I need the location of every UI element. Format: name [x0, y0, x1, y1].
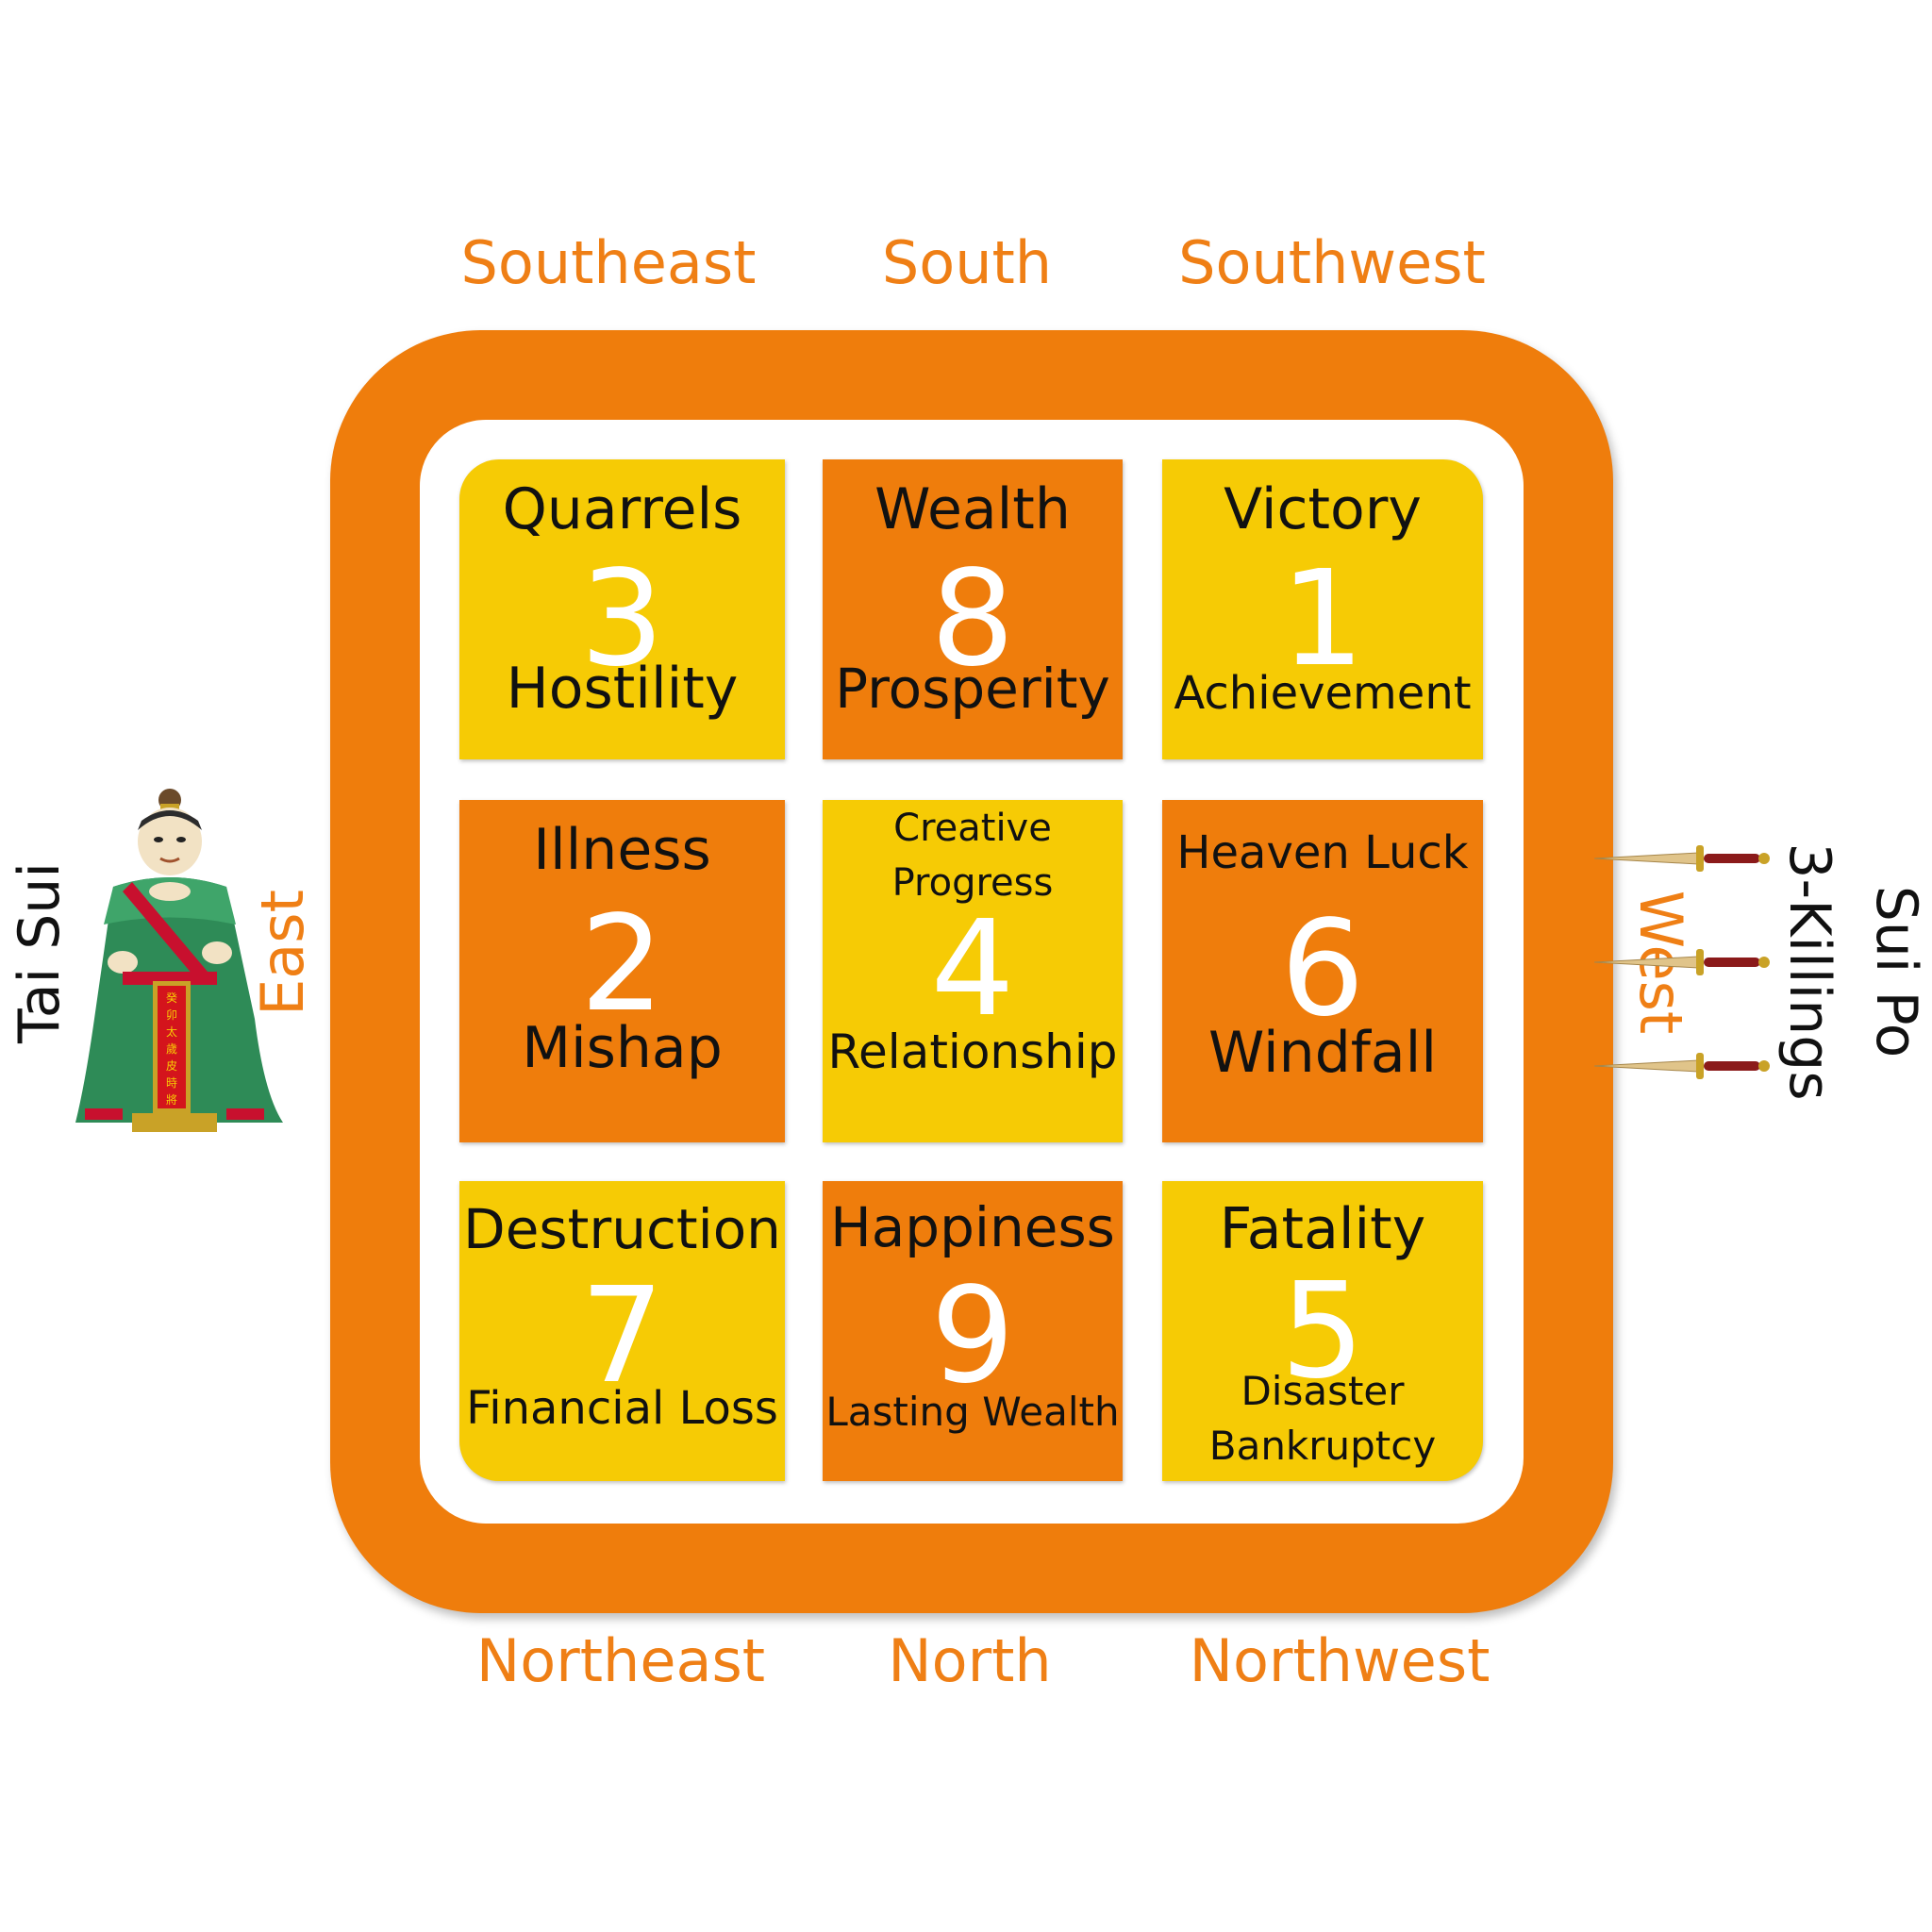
cell-top-label: Wealth	[874, 476, 1071, 542]
tai-sui-figure: 癸 卯 太 歲 皮 時 將	[75, 789, 283, 1132]
cell-number: 7	[579, 1259, 665, 1413]
cell-center: Creative Progress 4 Relationship	[823, 800, 1123, 1142]
cell-top-label: Illness	[533, 817, 711, 883]
cell-north: Happiness 9 Lasting Wealth	[823, 1181, 1123, 1481]
cell-northeast: Destruction 7 Financial Loss	[459, 1181, 785, 1481]
label-northeast: Northeast	[475, 1626, 766, 1695]
label-northwest: Northwest	[1189, 1626, 1491, 1695]
svg-text:歲: 歲	[166, 1042, 177, 1056]
svg-text:皮: 皮	[166, 1059, 177, 1073]
cell-top-label: Fatality	[1219, 1196, 1426, 1262]
cell-top-label: Destruction	[463, 1197, 781, 1261]
cell-number: 9	[930, 1259, 1015, 1413]
label-south: South	[881, 228, 1053, 297]
cell-bottom-label: Achievement	[1174, 667, 1472, 720]
cell-bottom-label: Financial Loss	[466, 1382, 778, 1435]
cell-number: 6	[1280, 892, 1365, 1046]
label-3-killings: 3-Killings	[1776, 842, 1842, 1101]
cell-south: Wealth 8 Prosperity	[823, 459, 1123, 759]
cell-top-label-line2: Progress	[891, 861, 1054, 905]
cell-top-label: Victory	[1224, 476, 1422, 542]
cell-bottom-label: Mishap	[522, 1015, 723, 1081]
cell-top-label-line1: Creative	[893, 807, 1052, 850]
cell-bottom-label-line1: Disaster	[1241, 1368, 1405, 1414]
cell-bottom-label: Windfall	[1208, 1020, 1438, 1086]
cell-number: 8	[930, 542, 1015, 696]
dagger-icon	[1594, 1053, 1770, 1079]
cell-east: Illness 2 Mishap	[459, 800, 785, 1142]
svg-text:將: 將	[166, 1092, 177, 1107]
cell-number: 4	[930, 892, 1015, 1046]
cell-bottom-label: Relationship	[827, 1024, 1118, 1079]
cell-bottom-label: Lasting Wealth	[825, 1389, 1120, 1435]
cell-bottom-label: Prosperity	[835, 657, 1110, 721]
cell-southeast: Quarrels 3 Hostility	[459, 459, 785, 759]
label-southeast: Southeast	[460, 228, 757, 297]
label-tai-sui: Tai Sui	[7, 861, 73, 1044]
cell-top-label: Happiness	[830, 1195, 1115, 1259]
svg-text:卯: 卯	[166, 1008, 177, 1022]
cell-number: 5	[1280, 1255, 1365, 1408]
cell-northwest: Fatality 5 Disaster Bankruptcy	[1162, 1181, 1483, 1481]
cell-top-label: Heaven Luck	[1176, 826, 1469, 879]
svg-text:癸: 癸	[166, 991, 177, 1005]
cell-number: 3	[579, 542, 665, 696]
dagger-icon	[1594, 949, 1770, 975]
label-sui-po: Sui Po	[1863, 885, 1929, 1058]
cell-top-label: Quarrels	[502, 476, 742, 542]
svg-text:太: 太	[166, 1024, 177, 1039]
dagger-icon	[1594, 845, 1770, 872]
cell-bottom-label-line2: Bankruptcy	[1208, 1423, 1437, 1469]
label-north: North	[888, 1626, 1052, 1695]
label-southwest: Southwest	[1178, 228, 1486, 297]
cell-west: Heaven Luck 6 Windfall	[1162, 800, 1483, 1142]
cell-bottom-label: Hostility	[506, 656, 739, 722]
cell-southwest: Victory 1 Achievement	[1162, 459, 1483, 759]
cell-number: 2	[579, 888, 665, 1041]
svg-text:時: 時	[166, 1076, 177, 1090]
cell-number: 1	[1280, 542, 1365, 696]
